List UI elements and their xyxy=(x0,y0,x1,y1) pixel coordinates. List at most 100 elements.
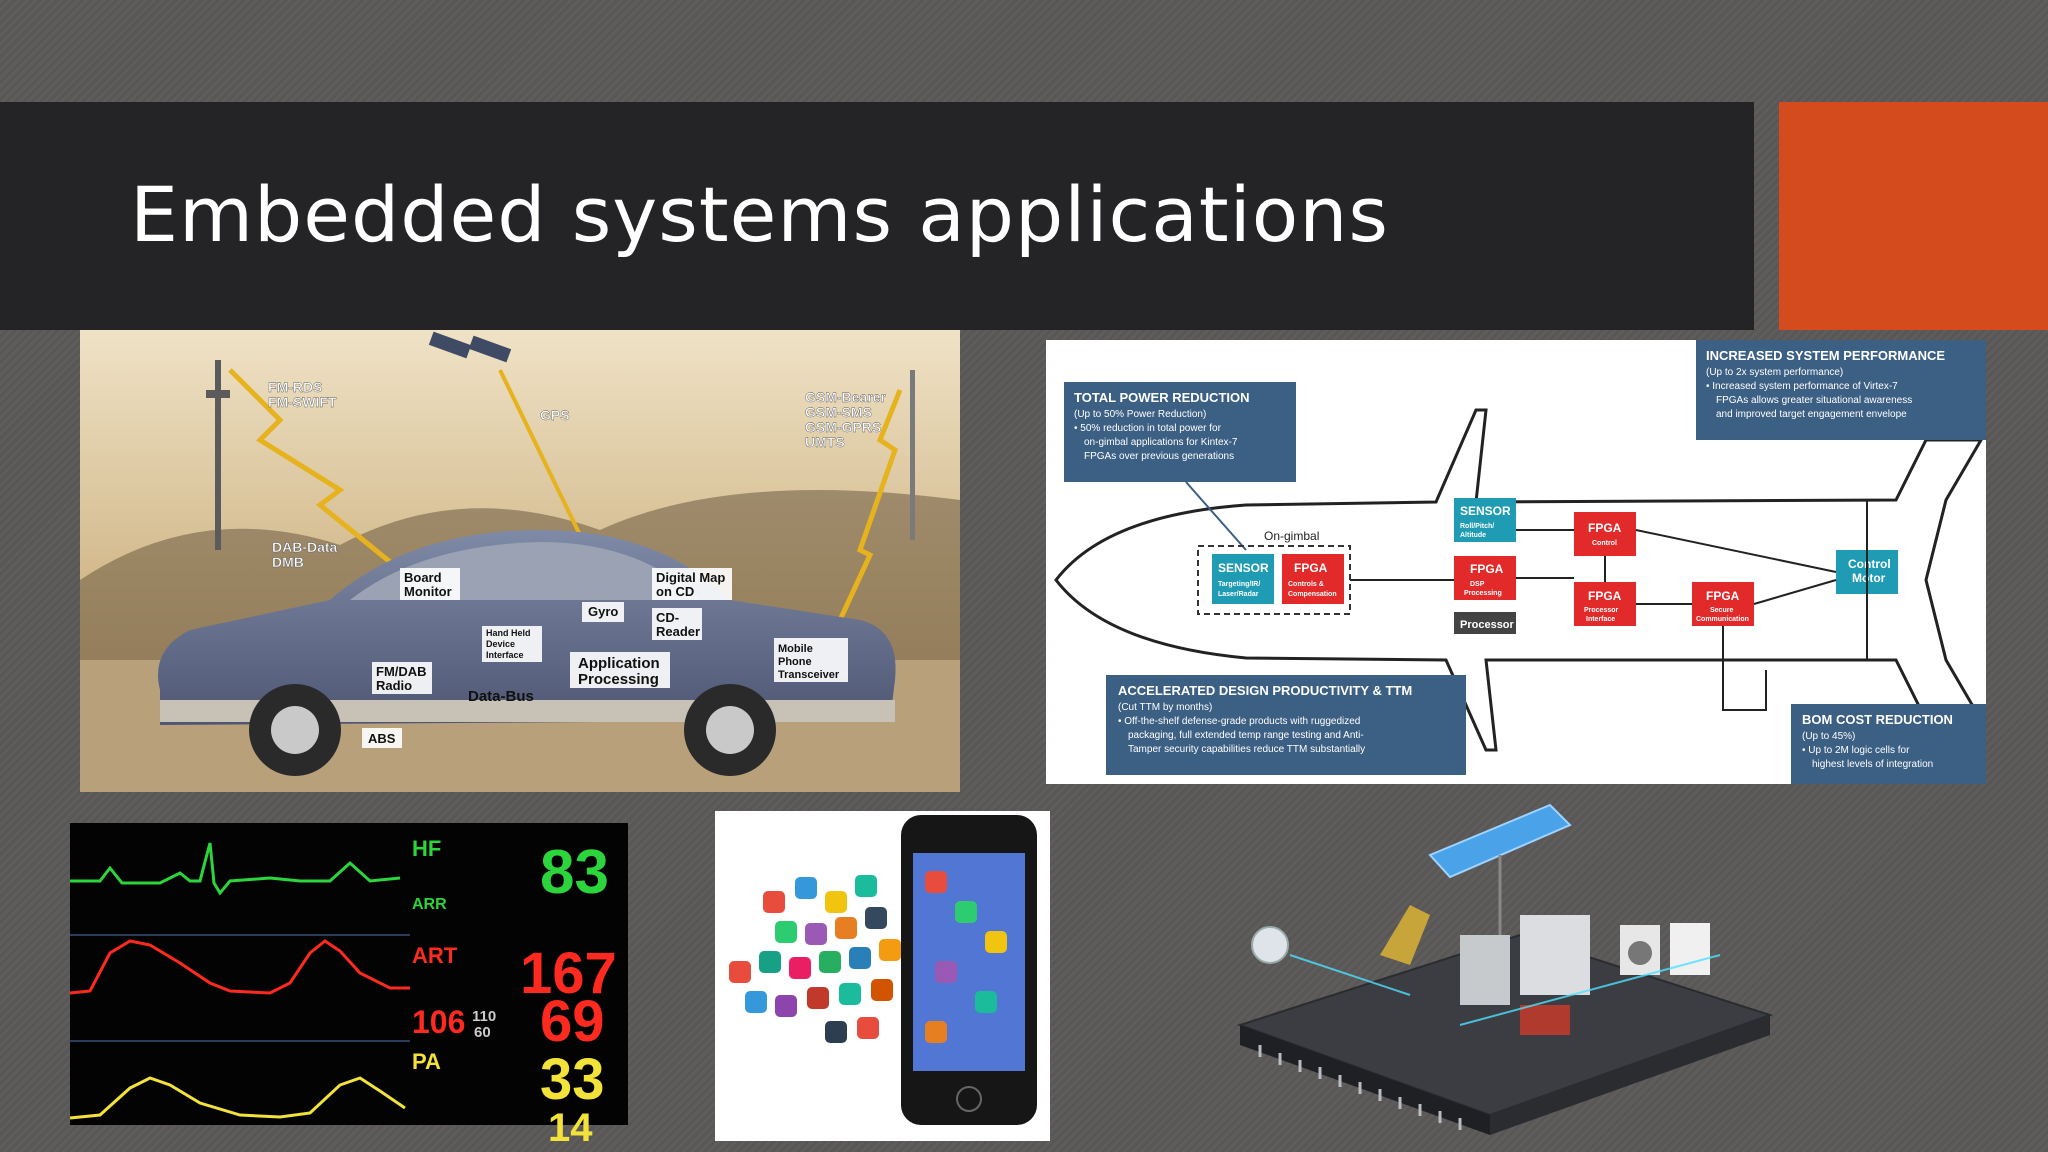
label-cd: CD- xyxy=(656,610,679,625)
wall-panel xyxy=(1520,915,1590,995)
bom-sub: (Up to 45%) xyxy=(1802,731,1855,742)
label-application: Application xyxy=(578,655,660,672)
fpga-control-sub: Control xyxy=(1592,540,1617,547)
fpga-secure-sub2: Communication xyxy=(1696,616,1749,623)
bom-l2: highest levels of integration xyxy=(1812,759,1933,770)
label-monitor: Monitor xyxy=(404,584,452,599)
art-systolic: 106 xyxy=(412,1004,465,1040)
pa-low-value: 14 xyxy=(548,1106,593,1150)
label-interface: Interface xyxy=(486,650,524,660)
label-gsm-sms: GSM-SMS xyxy=(805,404,872,420)
small-value-1: 110 xyxy=(472,1008,496,1025)
label-fm-dab: FM/DAB xyxy=(376,664,427,679)
label-transceiver: Transceiver xyxy=(778,669,840,681)
bom-l1: • Up to 2M logic cells for xyxy=(1802,745,1910,756)
satellite-icon xyxy=(428,331,512,363)
solar-panel-icon xyxy=(1428,803,1572,879)
sensor-2: SENSOR xyxy=(1460,504,1511,518)
fpga-dsp-sub2: Processing xyxy=(1464,590,1502,597)
car-diagram-image: FM-RDS FM-SWIFT GPS GSM-Bearer GSM-SMS G… xyxy=(80,330,960,792)
robot-arm-icon xyxy=(1380,905,1430,965)
label-on-cd: on CD xyxy=(656,584,694,599)
label-phone: Phone xyxy=(778,656,812,668)
meter-icon xyxy=(1251,926,1289,964)
design-l3: Tamper security capabilities reduce TTM … xyxy=(1128,744,1365,755)
fpga-proc-sub2: Interface xyxy=(1586,616,1615,623)
art-value: 167 xyxy=(520,941,617,1006)
label-board: Board xyxy=(404,570,442,585)
fpga-dsp: FPGA xyxy=(1470,562,1504,576)
sofa-icon xyxy=(1520,1005,1570,1035)
smart-factory-chip-image xyxy=(1160,795,1810,1140)
accent-block xyxy=(1779,102,2048,330)
refrigerator-icon xyxy=(1460,935,1510,1005)
missile-diagram-image: TOTAL POWER REDUCTION (Up to 50% Power R… xyxy=(1046,340,1986,784)
hf-label: HF xyxy=(412,836,441,861)
label-dmb: DMB xyxy=(272,554,304,570)
pa-value: 33 xyxy=(540,1047,605,1112)
arr-label: ARR xyxy=(412,896,447,913)
patient-monitor-image: HF 83 ARR ART 167 106 110 60 69 PA 33 14 xyxy=(69,823,628,1150)
fpga-proc: FPGA xyxy=(1588,589,1622,603)
label-reader: Reader xyxy=(656,624,700,639)
label-umts: UMTS xyxy=(805,434,845,450)
label-hand-held: Hand Held xyxy=(486,628,531,638)
small-value-2: 60 xyxy=(474,1024,491,1041)
smartphone-apps-image xyxy=(715,811,1050,1141)
on-gimbal-label: On-gimbal xyxy=(1264,529,1319,543)
total-power-sub: (Up to 50% Power Reduction) xyxy=(1074,409,1206,420)
art-label: ART xyxy=(412,943,458,968)
fpga-proc-sub: Processor xyxy=(1584,607,1619,614)
control-motor-1: Control xyxy=(1848,557,1891,571)
sensor-1: SENSOR xyxy=(1218,561,1269,575)
fpga-control: FPGA xyxy=(1588,521,1622,535)
art-low-value: 69 xyxy=(540,989,605,1054)
pa-label: PA xyxy=(412,1049,441,1074)
fpga-dsp-sub: DSP xyxy=(1470,581,1485,588)
sensor-1-sub: Targeting/IR/ xyxy=(1218,581,1260,588)
label-mobile: Mobile xyxy=(778,643,813,655)
label-gyro: Gyro xyxy=(588,604,618,619)
label-gsm-gprs: GSM-GPRS xyxy=(805,419,881,435)
label-fm-swift: FM-SWIFT xyxy=(268,394,337,410)
label-data-bus: Data-Bus xyxy=(468,688,534,705)
label-radio: Radio xyxy=(376,678,412,693)
fpga-1: FPGA xyxy=(1294,561,1328,575)
sensor-2-sub2: Altitude xyxy=(1460,532,1486,539)
perf-l1: • Increased system performance of Virtex… xyxy=(1706,381,1898,392)
label-device: Device xyxy=(486,639,515,649)
pa-waveform xyxy=(69,1076,406,1120)
title-bar xyxy=(0,102,1754,330)
label-digital-map: Digital Map xyxy=(656,570,725,585)
total-power-l2: on-gimbal applications for Kintex-7 xyxy=(1084,437,1238,448)
slide-title: Embedded systems applications xyxy=(130,170,1390,259)
label-gsm-bearer: GSM-Bearer xyxy=(805,389,886,405)
fpga-secure-sub: Secure xyxy=(1710,607,1733,614)
sensor-2-sub: Roll/Pitch/ xyxy=(1460,523,1494,530)
fpga-1-sub2: Compensation xyxy=(1288,591,1337,598)
art-waveform xyxy=(69,939,410,995)
label-abs: ABS xyxy=(368,731,396,746)
design-l1: • Off-the-shelf defense-grade products w… xyxy=(1118,716,1360,727)
fpga-secure: FPGA xyxy=(1706,589,1740,603)
sensor-1-sub2: Laser/Radar xyxy=(1218,591,1259,598)
processor-box: Processor xyxy=(1460,619,1515,631)
perf-title: INCREASED SYSTEM PERFORMANCE xyxy=(1706,348,1945,363)
label-dab-data: DAB-Data xyxy=(272,539,338,555)
total-power-l3: FPGAs over previous generations xyxy=(1084,451,1234,462)
perf-l2: FPGAs allows greater situational awarene… xyxy=(1716,395,1912,406)
hf-value: 83 xyxy=(540,838,609,907)
design-l2: packaging, full extended temp range test… xyxy=(1128,730,1364,741)
perf-l3: and improved target engagement envelope xyxy=(1716,409,1907,420)
hf-waveform xyxy=(70,842,401,896)
fpga-1-sub: Controls & xyxy=(1288,581,1324,588)
total-power-title: TOTAL POWER REDUCTION xyxy=(1074,390,1250,405)
label-processing: Processing xyxy=(578,671,659,688)
radio-tower-icon xyxy=(215,360,221,550)
app-icons xyxy=(729,871,1007,1043)
total-power-l1: • 50% reduction in total power for xyxy=(1074,423,1222,434)
label-fm-rds: FM-RDS xyxy=(268,379,322,395)
perf-sub: (Up to 2x system performance) xyxy=(1706,367,1843,378)
control-motor-2: Motor xyxy=(1852,571,1886,585)
label-gps: GPS xyxy=(540,407,570,423)
